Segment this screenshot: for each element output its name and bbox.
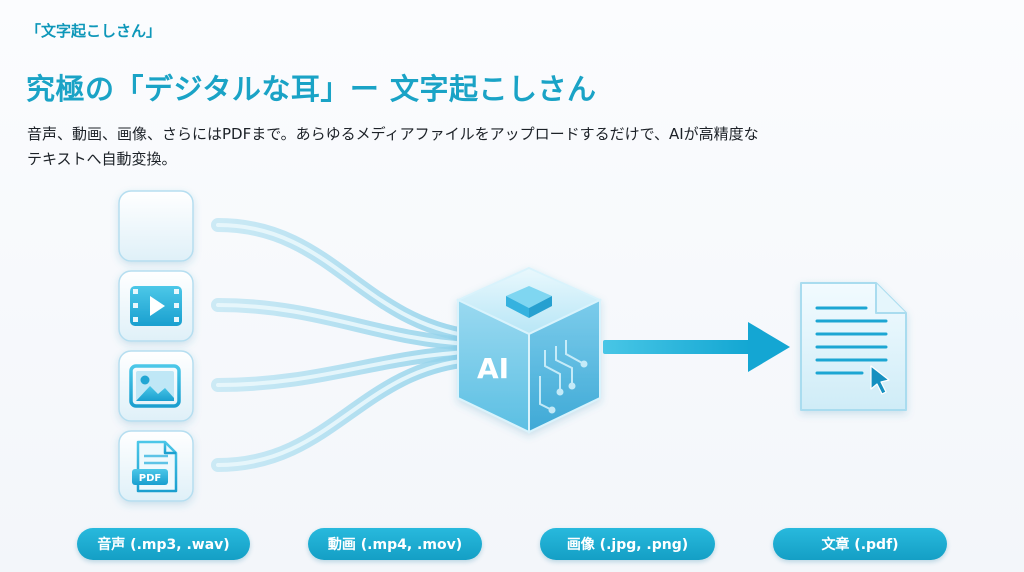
cube-right-face <box>528 298 601 434</box>
flow-stream-pdf-inner <box>216 358 472 467</box>
label-audio: 音声 (.mp3, .wav) <box>77 528 250 560</box>
input-tile-audio <box>118 190 194 262</box>
flow-stream-audio-inner <box>216 223 472 338</box>
ai-cube-label: AI <box>477 352 509 385</box>
cursor-icon <box>870 365 890 395</box>
label-image: 画像 (.jpg, .png) <box>540 528 715 560</box>
description-line-2: テキストへ自動変換。 <box>27 150 177 168</box>
circuit-traces <box>539 340 588 414</box>
page-title: 究極の「デジタルな耳」ー 文字起こしさん <box>26 72 597 106</box>
description: 音声、動画、画像、さらにはPDFまで。あらゆるメディアファイルをアップロードする… <box>27 122 947 172</box>
video-play-icon <box>130 286 182 326</box>
input-tile-pdf: PDF <box>118 430 194 502</box>
image-icon <box>129 364 181 408</box>
text-document-icon <box>800 282 907 411</box>
flow-stream-image-inner <box>216 350 472 387</box>
flow-streams <box>211 218 477 472</box>
pdf-badge-label: PDF <box>139 473 161 484</box>
input-tile-image <box>118 350 194 422</box>
brand-title: 「文字起こしさん」 <box>26 22 162 40</box>
pdf-file-icon: PDF <box>132 440 178 493</box>
chip-top <box>506 286 552 308</box>
ai-processor-cube: AI <box>455 266 603 434</box>
description-line-1: 音声、動画、画像、さらにはPDFまで。あらゆるメディアファイルをアップロードする… <box>27 125 759 143</box>
audio-waveform-icon <box>129 203 182 249</box>
label-document: 文章 (.pdf) <box>773 528 947 560</box>
input-tile-video <box>118 270 194 342</box>
label-video: 動画 (.mp4, .mov) <box>308 528 482 560</box>
flow-stream-video-inner <box>216 303 472 346</box>
output-arrow <box>603 322 790 372</box>
